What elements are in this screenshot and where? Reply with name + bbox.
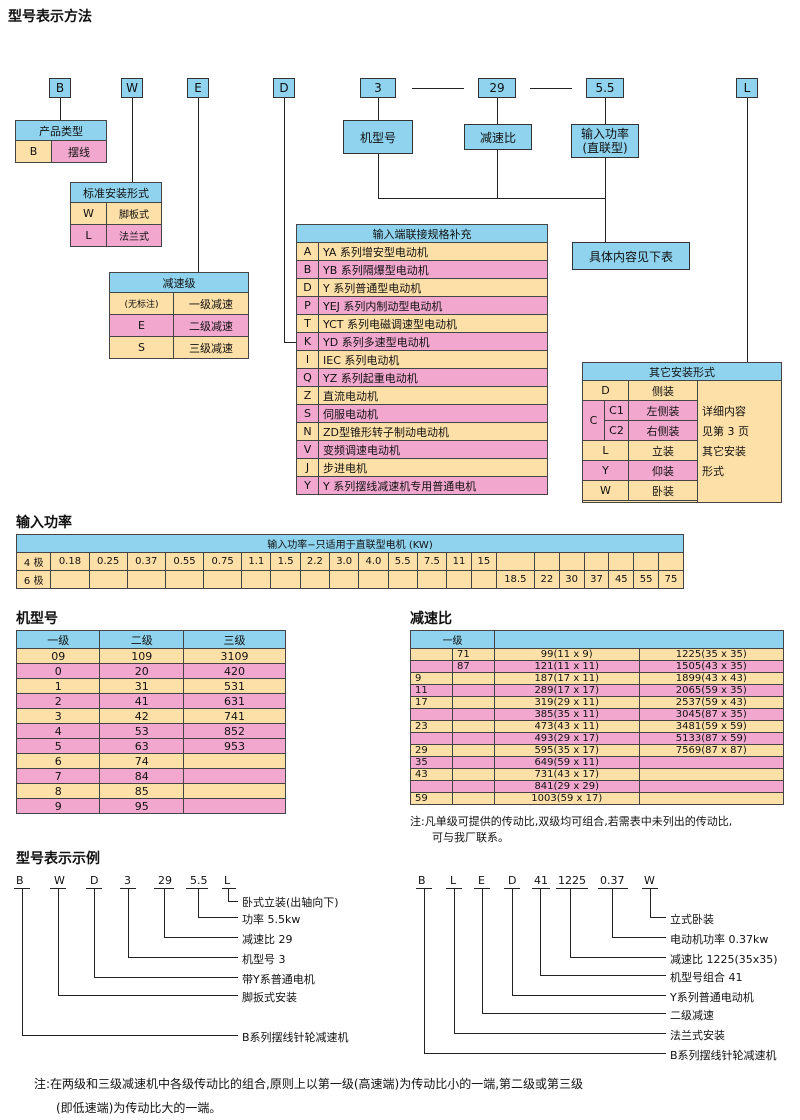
power-6p-cell: 37 — [583, 570, 610, 589]
detail-box: 具体内容见下表 — [572, 242, 690, 270]
power-6p-cell: 55 — [633, 570, 660, 589]
power-6p-cell: 45 — [608, 570, 635, 589]
code-box-power: 5.5 — [586, 78, 624, 98]
power-6p-cell: 75 — [658, 570, 684, 589]
code-box-w: W — [121, 78, 143, 98]
power-4p-cell: 0.25 — [88, 552, 128, 571]
section-title-frame: 机型号 — [16, 611, 58, 627]
stage-title: 减速级 — [109, 272, 249, 293]
table-row: 493(29 x 17)5133(87 x 59) — [410, 732, 784, 745]
power-4p-cell: 15 — [470, 552, 497, 571]
power-6p-cell: 18.5 — [495, 570, 535, 589]
power-6p-cell: 30 — [558, 570, 585, 589]
ratio-note: 注:凡单级可提供的传动比,双级均可组合,若需表中未列出的传动比,可与我厂联系。 — [410, 815, 733, 844]
power-4p-cell: 11 — [446, 552, 472, 571]
power-6p-cell: 22 — [533, 570, 560, 589]
table-row: 385(35 x 11)3045(87 x 35) — [410, 708, 784, 721]
power-4p-cell: 0.18 — [50, 552, 90, 571]
power-4p-cell: 5.5 — [387, 552, 418, 571]
power-4p-cell: 4.0 — [358, 552, 389, 571]
section-title-ratio: 减速比 — [410, 611, 452, 627]
power-box: 输入功率(直联型) — [571, 124, 639, 158]
code-box-b: B — [49, 78, 71, 98]
power-4p-cell: 0.37 — [126, 552, 166, 571]
frame-box: 机型号 — [343, 120, 413, 154]
section-title-power: 输入功率 — [16, 515, 72, 531]
code-box-l: L — [736, 78, 758, 98]
code-box-frame: 3 — [360, 78, 396, 98]
footnote: 注:在两级和三级减速机中各级传动比的组合,原则上以第一级(高速端)为传动比小的一… — [34, 1077, 584, 1115]
power-4p-cell: 1.1 — [241, 552, 272, 571]
power-4p-cell: 0.55 — [164, 552, 205, 571]
power-4p-cell: 3.0 — [329, 552, 360, 571]
section-title-example: 型号表示示例 — [16, 851, 100, 867]
ratio-box: 减速比 — [464, 124, 532, 150]
mount-title: 标准安装形式 — [70, 182, 162, 203]
product-type-title: 产品类型 — [15, 120, 107, 141]
code-box-e: E — [187, 78, 209, 98]
power-4p-cell: 0.75 — [203, 552, 243, 571]
power-4p-cell: 1.5 — [270, 552, 301, 571]
code-box-ratio: 29 — [478, 78, 516, 98]
table-row: 841(29 x 29) — [410, 780, 784, 793]
section-title-model: 型号表示方法 — [8, 9, 92, 25]
power-4p-cell: 2.2 — [299, 552, 331, 571]
code-box-d: D — [273, 78, 295, 98]
power-4p-cell: 7.5 — [416, 552, 448, 571]
